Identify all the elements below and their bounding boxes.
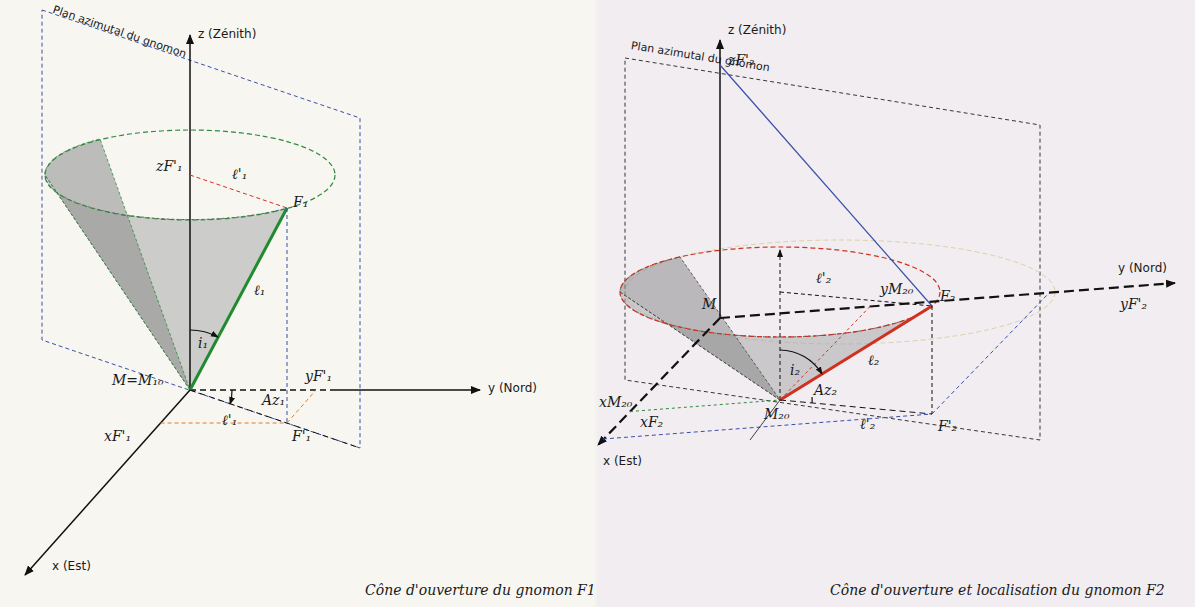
drawing-path [780,350,822,374]
coordinate-label: yM₂₀ [880,281,913,297]
drawing-line [719,40,721,318]
point-label: F'₁ [292,428,311,444]
drawing-line [189,35,191,390]
angle-label: Az₂ [814,382,837,398]
coordinate-label: zF'₂ [728,52,755,68]
length-label: ℓ'₂ [860,416,875,432]
drawing-line [780,307,870,401]
point-label: M₂₀ [764,406,790,422]
drawing-path [620,257,780,400]
axis-label: z (Zénith) [728,24,786,38]
drawing-line [25,390,190,575]
drawing-line [720,65,932,306]
drawing-line [190,390,360,448]
length-label: ℓ₂ [868,352,879,368]
coordinate-label: yF'₁ [305,368,332,384]
drawing-line [780,250,781,400]
axis-label: y (Nord) [488,382,537,396]
drawing-line [780,400,932,414]
drawing-line [330,389,480,390]
axis-label: y (Nord) [1118,262,1167,276]
drawing-line [190,208,287,390]
drawing-line [932,293,1049,414]
drawing-line [932,306,933,414]
length-label: ℓ₁ [254,282,265,298]
coordinate-label: yF'₂ [1120,296,1147,312]
length-label: ℓ'₁ [232,166,247,182]
drawing-rect [0,0,594,607]
axis-label: x (Est) [52,560,91,574]
drawing-polygon [42,10,360,448]
drawing-line [720,283,1175,318]
drawing-line [190,389,330,390]
point-label: F₁ [293,194,308,210]
drawing-path [45,139,190,390]
drawing-rect [597,0,1195,607]
coordinate-label: xM₂₀ [599,394,632,410]
point-label: F'₂ [938,418,957,434]
point-label: M [702,296,716,312]
angle-label: i₁ [198,335,208,351]
coordinate-label: zF'₁ [156,158,183,174]
angle-label: i₂ [790,362,800,378]
point-label: M=M₁₀ [112,372,164,388]
coordinate-label: xF'₁ [104,428,131,444]
drawing-line [287,390,316,423]
length-label: ℓ'₂ [816,270,831,286]
drawing-line [780,306,932,400]
drawing-line [630,400,780,412]
angle-label: Az₁ [262,392,285,408]
drawing-path [811,397,812,403]
drawing-line [287,208,288,423]
axis-label: x (Est) [603,455,642,469]
axis-label: z (Zénith) [198,28,256,42]
caption: Cône d'ouverture du gnomon F1 [365,582,596,598]
drawing-line [598,318,720,445]
plane-label: Plan azimutal du gnomon [51,4,188,61]
point-label: F₂ [940,288,955,304]
drawing-path [230,390,232,404]
coordinate-label: xF₂ [640,414,663,430]
length-label: ℓ'₁ [222,412,237,428]
drawing-polygon [625,58,1040,440]
caption: Cône d'ouverture et localisation du gnom… [830,582,1165,598]
